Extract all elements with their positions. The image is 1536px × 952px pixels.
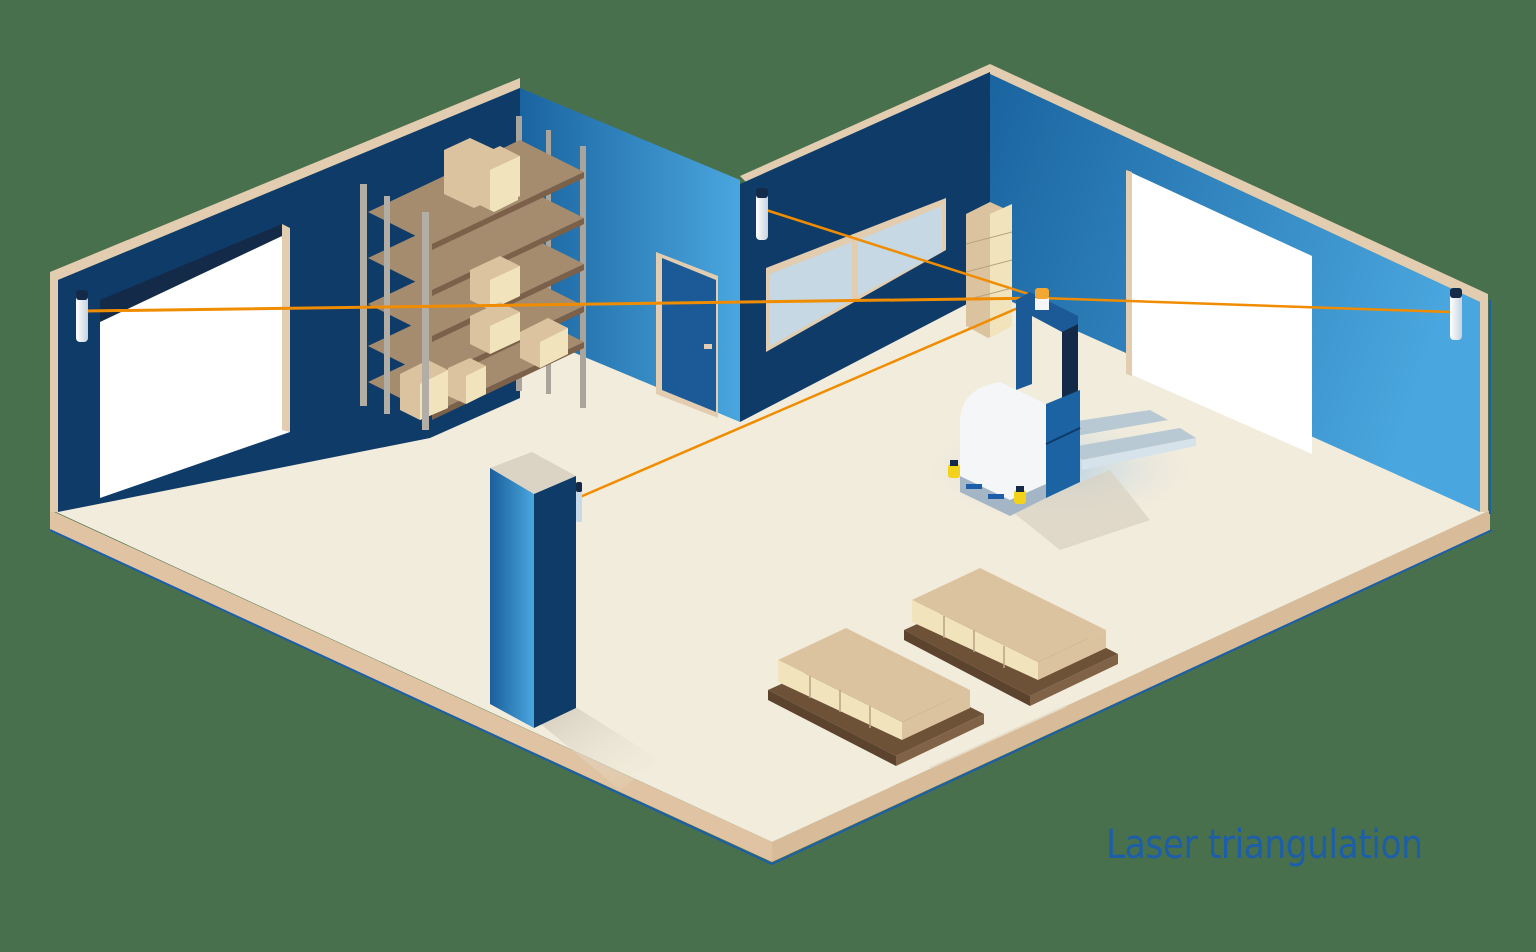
left-garage-door-header [100,224,282,322]
agv-navigation-scanner [1035,288,1049,310]
pillar-top [490,452,576,494]
reflectors [76,188,1462,522]
right-garage-door [1130,172,1312,454]
agv-safety-scanner-left [948,464,960,478]
reflector-left-wall [76,290,88,342]
door-handle [704,344,712,349]
laser-beam-right [1039,296,1452,314]
floor-seam [929,705,1067,769]
right-garage-door-frame [1126,170,1132,376]
back-left-wall-trim [740,64,990,184]
reflector-back-wall [756,188,768,240]
window-pane-right [858,206,942,296]
floor-outline [49,529,1493,866]
right-room [740,64,1491,514]
laser-beams [84,208,1452,499]
pillar [490,452,660,790]
agv-body-side [1046,390,1080,498]
left-garage-door [100,228,290,498]
reflector-right-wall [1450,288,1462,340]
reflector-pillar [576,482,582,522]
pillar-side [534,476,576,728]
pillar-shadow [536,706,660,790]
agv-light-right [988,494,1004,499]
agv-safety-scanner-right [1014,490,1026,504]
agv-forklift [910,288,1210,550]
agv-light-left [966,484,982,489]
agv-shadow [1010,470,1150,550]
agv-body [960,382,1046,516]
left-garage-door-frame [282,224,290,432]
laser-beam-left [84,296,1043,313]
laser-beam-back [764,208,1043,300]
agv-fork-front [1066,428,1196,460]
shelving-unit [360,116,586,430]
door [662,258,716,412]
caption-title: Laser triangulation [1106,822,1423,868]
floor-edge-right [772,510,1490,862]
laser-beam-pillar [578,296,1043,499]
shelf-boxes [400,138,568,420]
pallet-left [768,628,984,766]
pillar-front [490,468,534,728]
window-pane-left [770,242,852,346]
floor-edge-left [50,510,772,862]
pallet-right [904,568,1118,706]
corner-box-stack [965,202,1013,338]
agv-fork-back [1058,410,1168,436]
